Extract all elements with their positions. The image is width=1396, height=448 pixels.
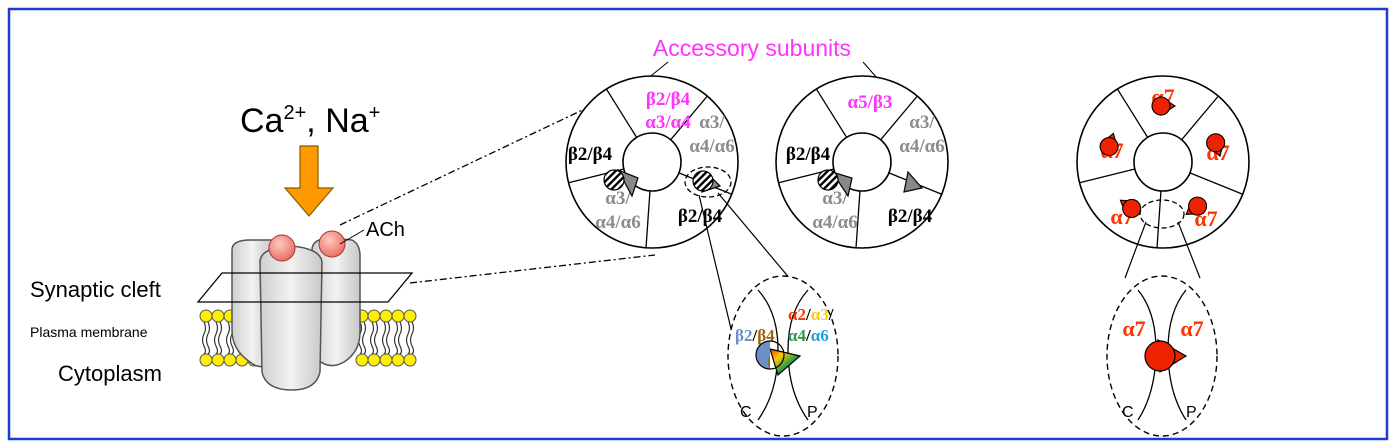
r2-right-line2: α4/α6: [899, 136, 945, 157]
r1-binding-site-right: [684, 166, 732, 198]
r2-lowleft-line2: α4/α6: [812, 212, 858, 233]
receptor-3-top-view: α7 α7 α7 α7 α7: [1076, 75, 1250, 249]
r1-lowright: β2/β4: [678, 206, 723, 227]
plasma-membrane-label: Plasma membrane: [30, 324, 148, 340]
d1-alpha-label-line2: α4/α6: [788, 326, 829, 345]
synaptic-cleft-plane: [196, 272, 414, 303]
cytoplasm-label: Cytoplasm: [58, 361, 162, 386]
r1-left: β2/β4: [568, 144, 613, 165]
r1-lowleft-line2: α4/α6: [595, 212, 641, 233]
accessory-subunits-label: Accessory subunits: [653, 35, 851, 61]
r1-top-line1: β2/β4: [646, 89, 691, 110]
r3-binding-site: [1151, 95, 1177, 117]
ion-flow-arrow: [283, 145, 335, 217]
receptor-channel: [231, 230, 361, 391]
zoom-line-2-right: [1177, 221, 1201, 279]
d1-alpha-label-line1: α2/α3/: [788, 305, 834, 324]
r2-binding-site-left: [817, 169, 853, 198]
projection-line-top: [339, 95, 613, 226]
r1-binding-site-left: [603, 168, 639, 198]
ach-binding-right: [318, 230, 346, 258]
r2-right-line1: α3/: [909, 112, 935, 133]
d2-principal-label: P: [1186, 404, 1197, 421]
r3-binding-site: [1119, 198, 1142, 219]
r2-left: β2/β4: [786, 144, 831, 165]
projection-line-bottom: [409, 254, 656, 284]
d1-binding-site: [755, 340, 802, 377]
svg-text:Ca2+, Na+: Ca2+, Na+: [240, 102, 380, 140]
ach-label: ACh: [366, 219, 405, 241]
d2-alpha7-left: α7: [1122, 316, 1145, 341]
d1-complementary-label: C: [740, 404, 752, 421]
r2-lowleft-line1: α3/: [822, 188, 848, 209]
r1-top-line2: α3/α4: [645, 112, 691, 133]
ach-binding-left: [268, 234, 296, 262]
receptor-1-top-view: β2/β4 α3/α4 α3/ α4/α6 β2/β4 α3/ α4/α6 β2…: [565, 75, 739, 249]
binding-interface-detail-2: α7 α7 C P: [1106, 275, 1218, 437]
d2-complementary-label: C: [1122, 404, 1134, 421]
r3-binding-site: [1205, 133, 1226, 158]
r3-binding-site: [1099, 132, 1119, 157]
binding-interface-detail-1: β2/β4 α2/α3/ α4/α6 C P: [727, 275, 839, 437]
r2-binding-site-right: [903, 170, 924, 193]
zoom-line-2-left: [1124, 221, 1147, 279]
r2-lowright: β2/β4: [888, 206, 933, 227]
r2-top: α5/β3: [848, 92, 893, 113]
synaptic-cleft-label: Synaptic cleft: [30, 277, 161, 302]
ion-label: Ca2+, Na+: [240, 102, 380, 140]
r1-lowleft-line1: α3/: [605, 188, 631, 209]
r1-right-line1: α3/: [699, 112, 725, 133]
accessory-pointer-right: [862, 61, 878, 79]
zoom-line-1-left: [698, 194, 733, 334]
d1-beta-label: β2/β4: [735, 326, 775, 345]
d1-principal-label: P: [807, 404, 818, 421]
diagram-frame: [7, 7, 1389, 441]
ach-pointer: [339, 229, 365, 245]
d2-binding-site: [1144, 338, 1188, 374]
d2-alpha7-right: α7: [1180, 316, 1203, 341]
r1-right-line2: α4/α6: [689, 136, 735, 157]
r3-binding-site: [1185, 196, 1208, 216]
receptor-2-top-view: α5/β3 α3/ α4/α6 β2/β4 α3/ α4/α6 β2/β4: [775, 75, 949, 249]
